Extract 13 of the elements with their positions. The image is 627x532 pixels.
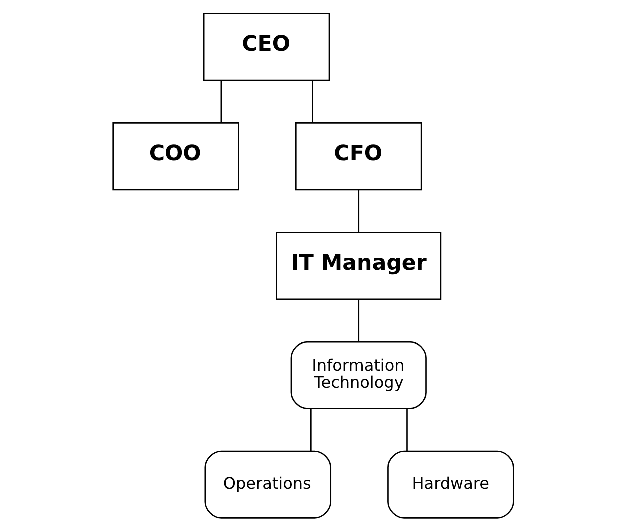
node-box: CFO <box>295 122 422 191</box>
connector <box>358 190 360 232</box>
node-box: Operations <box>204 450 332 519</box>
connector <box>312 80 314 123</box>
connector <box>358 299 360 342</box>
node-box: IT Manager <box>276 232 442 300</box>
node-box: Hardware <box>388 450 514 519</box>
connector <box>220 80 222 123</box>
node-box: CEO <box>203 13 330 82</box>
connector <box>310 408 312 452</box>
node-box: Information Technology <box>290 341 427 410</box>
connector <box>406 408 408 452</box>
node-box: COO <box>112 122 240 191</box>
